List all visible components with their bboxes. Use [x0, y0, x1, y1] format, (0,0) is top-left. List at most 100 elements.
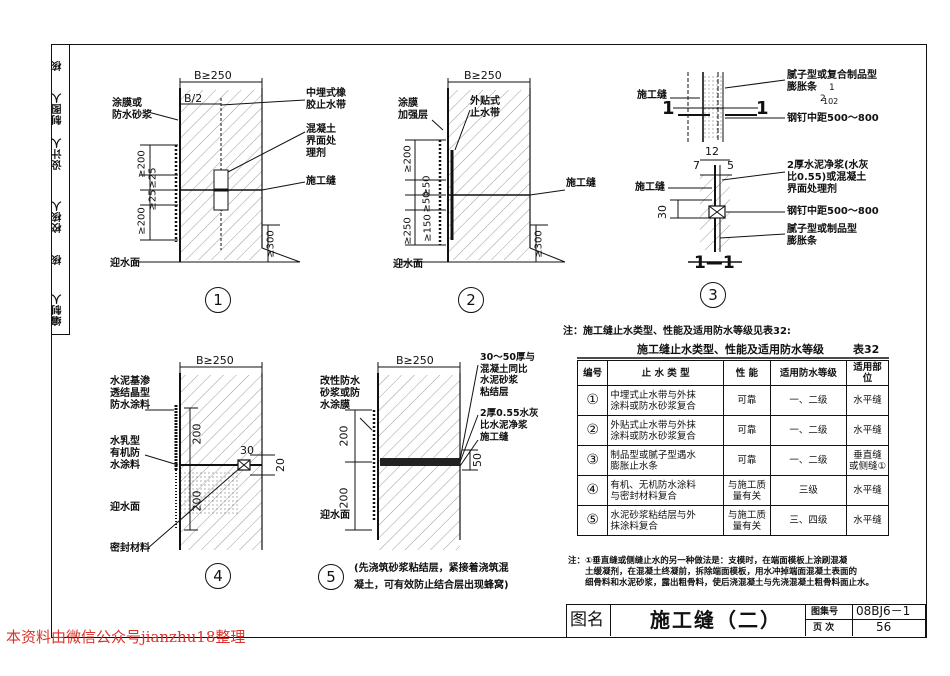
- table-title: 施工缝止水类型、性能及适用防水等级: [637, 343, 824, 356]
- cell-part: 水平缝: [845, 385, 890, 416]
- watermark-text: 本资料由微信公众号jianzhu18整理: [6, 628, 246, 646]
- d2-label-r1: 外贴式 止水带: [470, 96, 500, 119]
- d3-sec-l: 1: [662, 98, 675, 119]
- d1-label-left: 涂膜或 防水砂浆: [112, 98, 152, 121]
- d4-label-l1: 水泥基渗 透结晶型 防水涂料: [110, 376, 150, 411]
- d1-number: 1: [205, 287, 231, 313]
- d3-number: 3: [700, 282, 726, 308]
- d3-title: 1—1: [694, 253, 735, 273]
- cell-type: 有机、无机防水涂料 与密封材料复合: [607, 475, 724, 506]
- tb-div2: [805, 604, 806, 636]
- tb-atlas: 08BJ6－1: [856, 604, 911, 618]
- tb-hdiv: [805, 619, 925, 620]
- d5-label-l1: 改性防水 砂浆或防 水涂膜: [320, 376, 360, 411]
- cell-part: 水平缝: [845, 475, 890, 506]
- d4-number: 4: [205, 563, 231, 589]
- th-type: 止 水 类 型: [607, 360, 724, 386]
- d2-label-left: 涂膜 加强层: [398, 98, 428, 121]
- d1-v25a: ≥25: [147, 167, 159, 189]
- tb-page-label: 页 次: [813, 623, 835, 633]
- table-header-row: 编号 止 水 类 型 性 能 适用防水等级 适用部位: [576, 360, 890, 386]
- d5-number: 5: [318, 564, 344, 590]
- d3-joint-a: 施工缝: [637, 90, 667, 101]
- cell-perf: 与施工质 量有关: [722, 475, 771, 506]
- tb-label: 图名: [570, 610, 604, 630]
- d5-label-r2: 2厚0.55水灰 比水泥净浆: [480, 408, 539, 431]
- d4-dim-top: B≥250: [196, 354, 234, 367]
- tb-page: 56: [876, 620, 892, 634]
- d4-v200b: 200: [190, 490, 204, 512]
- table-row: ⑤ 水泥砂浆粘结层与外 抹涂料复合 与施工质 量有关 三、四级 水平缝: [576, 505, 890, 536]
- cell-part: 水平缝: [845, 415, 890, 446]
- d2-v300: ≥300: [533, 230, 545, 258]
- cell-grade: 三、四级: [769, 505, 847, 536]
- d1-dim-top: B≥250: [194, 69, 232, 82]
- cell-no: ④: [576, 475, 609, 506]
- cell-part: 水平缝: [845, 505, 890, 536]
- d1-v300: ≥300: [265, 230, 277, 258]
- d4-v30: 30: [240, 444, 254, 457]
- d4-v200a: 200: [190, 423, 204, 445]
- d3-d5: 5: [727, 159, 734, 172]
- d2-v150: ≥150: [422, 214, 434, 242]
- d3-label-r3: 2厚水泥净浆(水灰 比0.55)或混凝土 界面处理剂: [787, 160, 869, 195]
- d2-v250: ≥250: [402, 217, 414, 245]
- d3-ref-sub: 2: [820, 94, 826, 104]
- table-row: ① 中埋式止水带与外抹 涂料或防水砂浆复合 可靠 一、二级 水平缝: [576, 385, 890, 416]
- cell-grade: 三级: [769, 475, 847, 506]
- d1-v200b: ≥200: [136, 207, 148, 235]
- drawing-frame: [51, 44, 927, 638]
- tb-div1: [610, 604, 611, 636]
- table-row: ② 外贴式止水带与外抹 涂料或防水砂浆复合 可靠 一、二级 水平缝: [576, 415, 890, 446]
- d5-water: 迎水面: [320, 510, 350, 521]
- cell-grade: 一、二级: [769, 415, 847, 446]
- d5-label-r1: 30～50厚与 混凝土同比 水泥砂浆 粘结层: [480, 352, 535, 398]
- th-no: 编号: [576, 360, 609, 386]
- d3-label-r2: 钢钉中距500～800: [787, 113, 879, 124]
- tb-title: 施工缝（二）: [650, 608, 782, 632]
- d3-label-r4: 钢钉中距500～800: [787, 206, 879, 217]
- d3-joint-b: 施工缝: [635, 182, 665, 193]
- d2-v200: ≥200: [402, 145, 414, 173]
- d1-dim-half: B/2: [184, 92, 203, 105]
- spec-table: 编号 止 水 类 型 性 能 适用防水等级 适用部位 ① 中埋式止水带与外抹 涂…: [576, 360, 890, 536]
- cell-no: ①: [576, 385, 609, 416]
- tb-div3: [852, 604, 853, 636]
- d3-d12: 12: [705, 145, 719, 158]
- d5-v50: 50: [471, 453, 484, 467]
- tb-atlas-label: 图集号: [811, 607, 839, 617]
- d1-label-r2: 混凝土 界面处 理剂: [306, 124, 336, 159]
- d4-label-l2: 水乳型 有机防 水涂料: [110, 436, 140, 471]
- cell-perf: 与施工质 量有关: [722, 505, 771, 536]
- d2-water: 迎水面: [393, 259, 423, 270]
- table-row: ③ 制品型或腻子型遇水 膨胀止水条 可靠 一、二级 垂直缝 或侧缝①: [576, 445, 890, 476]
- d4-label-l3: 迎水面: [110, 502, 140, 513]
- d4-v20: 20: [274, 458, 287, 472]
- d3-d7: 7: [693, 159, 700, 172]
- d1-label-r3: 施工缝: [306, 176, 336, 187]
- cell-type: 制品型或腻子型遇水 膨胀止水条: [607, 445, 724, 476]
- th-perf: 性 能: [722, 360, 771, 386]
- d3-label-r5: 腻子型或制品型 膨胀条: [787, 224, 857, 247]
- th-part: 适用部位: [845, 360, 890, 386]
- title-block: [566, 604, 926, 638]
- d2-number: 2: [458, 287, 484, 313]
- cell-grade: 一、二级: [769, 445, 847, 476]
- footnote: 注：①垂直缝或侧缝止水的另一种做法是：支模时，在端面模板上涂刷混凝 土缓凝剂，在…: [568, 556, 875, 588]
- d2-dim-top: B≥250: [464, 69, 502, 82]
- cell-type: 水泥砂浆粘结层与外 抹涂料复合: [607, 505, 724, 536]
- d3-sec-r: 1: [756, 98, 769, 119]
- table-row: ④ 有机、无机防水涂料 与密封材料复合 与施工质 量有关 三级 水平缝: [576, 475, 890, 506]
- th-grade: 适用防水等级: [769, 360, 847, 386]
- d5-note: (先浇筑砂浆粘结层，紧接着浇筑混 凝土，可有效防止结合层出现蜂窝): [354, 563, 509, 591]
- d3-ref-page: 102: [823, 97, 839, 106]
- d1-water: 迎水面: [110, 258, 140, 269]
- d5-v200a: 200: [337, 425, 351, 447]
- d1-v25b: ≥25: [147, 189, 159, 211]
- d3-label-r1: 腻子型或复合制品型 膨胀条: [787, 70, 877, 93]
- table-code: 表32: [853, 343, 880, 356]
- cell-grade: 一、二级: [769, 385, 847, 416]
- d1-label-r1: 中埋式橡 胶止水带: [306, 88, 346, 111]
- cell-perf: 可靠: [722, 385, 771, 416]
